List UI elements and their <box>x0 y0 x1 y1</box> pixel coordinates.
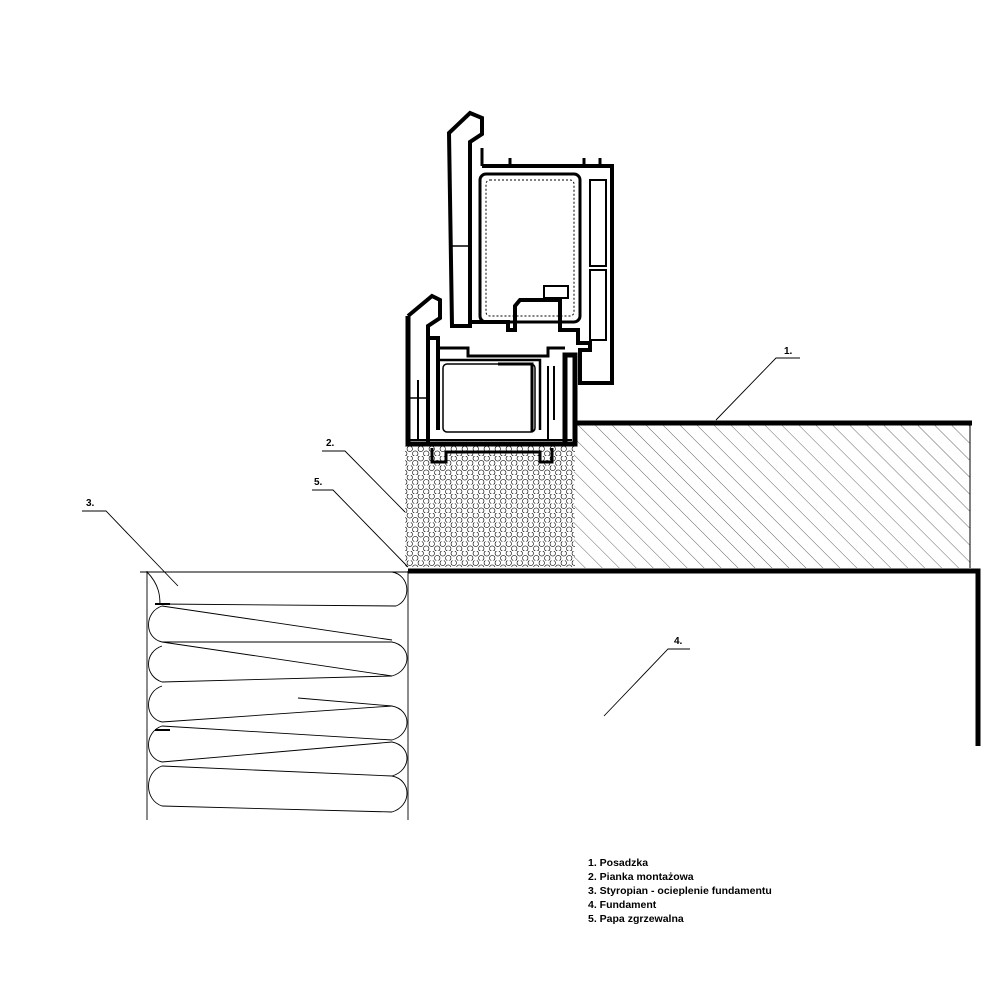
legend-item-1: 1. Posadzka <box>588 857 649 869</box>
legend-item-2: 2. Pianka montażowa <box>588 871 694 883</box>
callout-3: 3. <box>86 498 95 509</box>
mounting-foam <box>405 444 575 567</box>
callout-4: 4. <box>674 636 683 647</box>
window-frame-profile <box>405 293 578 464</box>
legend: 1. Posadzka 2. Pianka montażowa 3. Styro… <box>588 856 772 926</box>
styrofoam-insulation <box>140 571 409 820</box>
callout-2: 2. <box>326 438 335 449</box>
callout-5: 5. <box>314 477 323 488</box>
callout-leaders <box>82 357 800 717</box>
legend-item-5: 5. Papa zgrzewalna <box>588 913 684 925</box>
callout-1: 1. <box>784 346 793 357</box>
callout-labels: 1. 2. 5. 3. 4. <box>86 346 793 647</box>
legend-item-4: 4. Fundament <box>588 899 657 911</box>
floor-posadzka <box>574 420 972 568</box>
foundation-fundament <box>408 568 981 746</box>
sash-profile <box>446 110 614 385</box>
legend-item-3: 3. Styropian - ocieplenie fundamentu <box>588 885 772 897</box>
